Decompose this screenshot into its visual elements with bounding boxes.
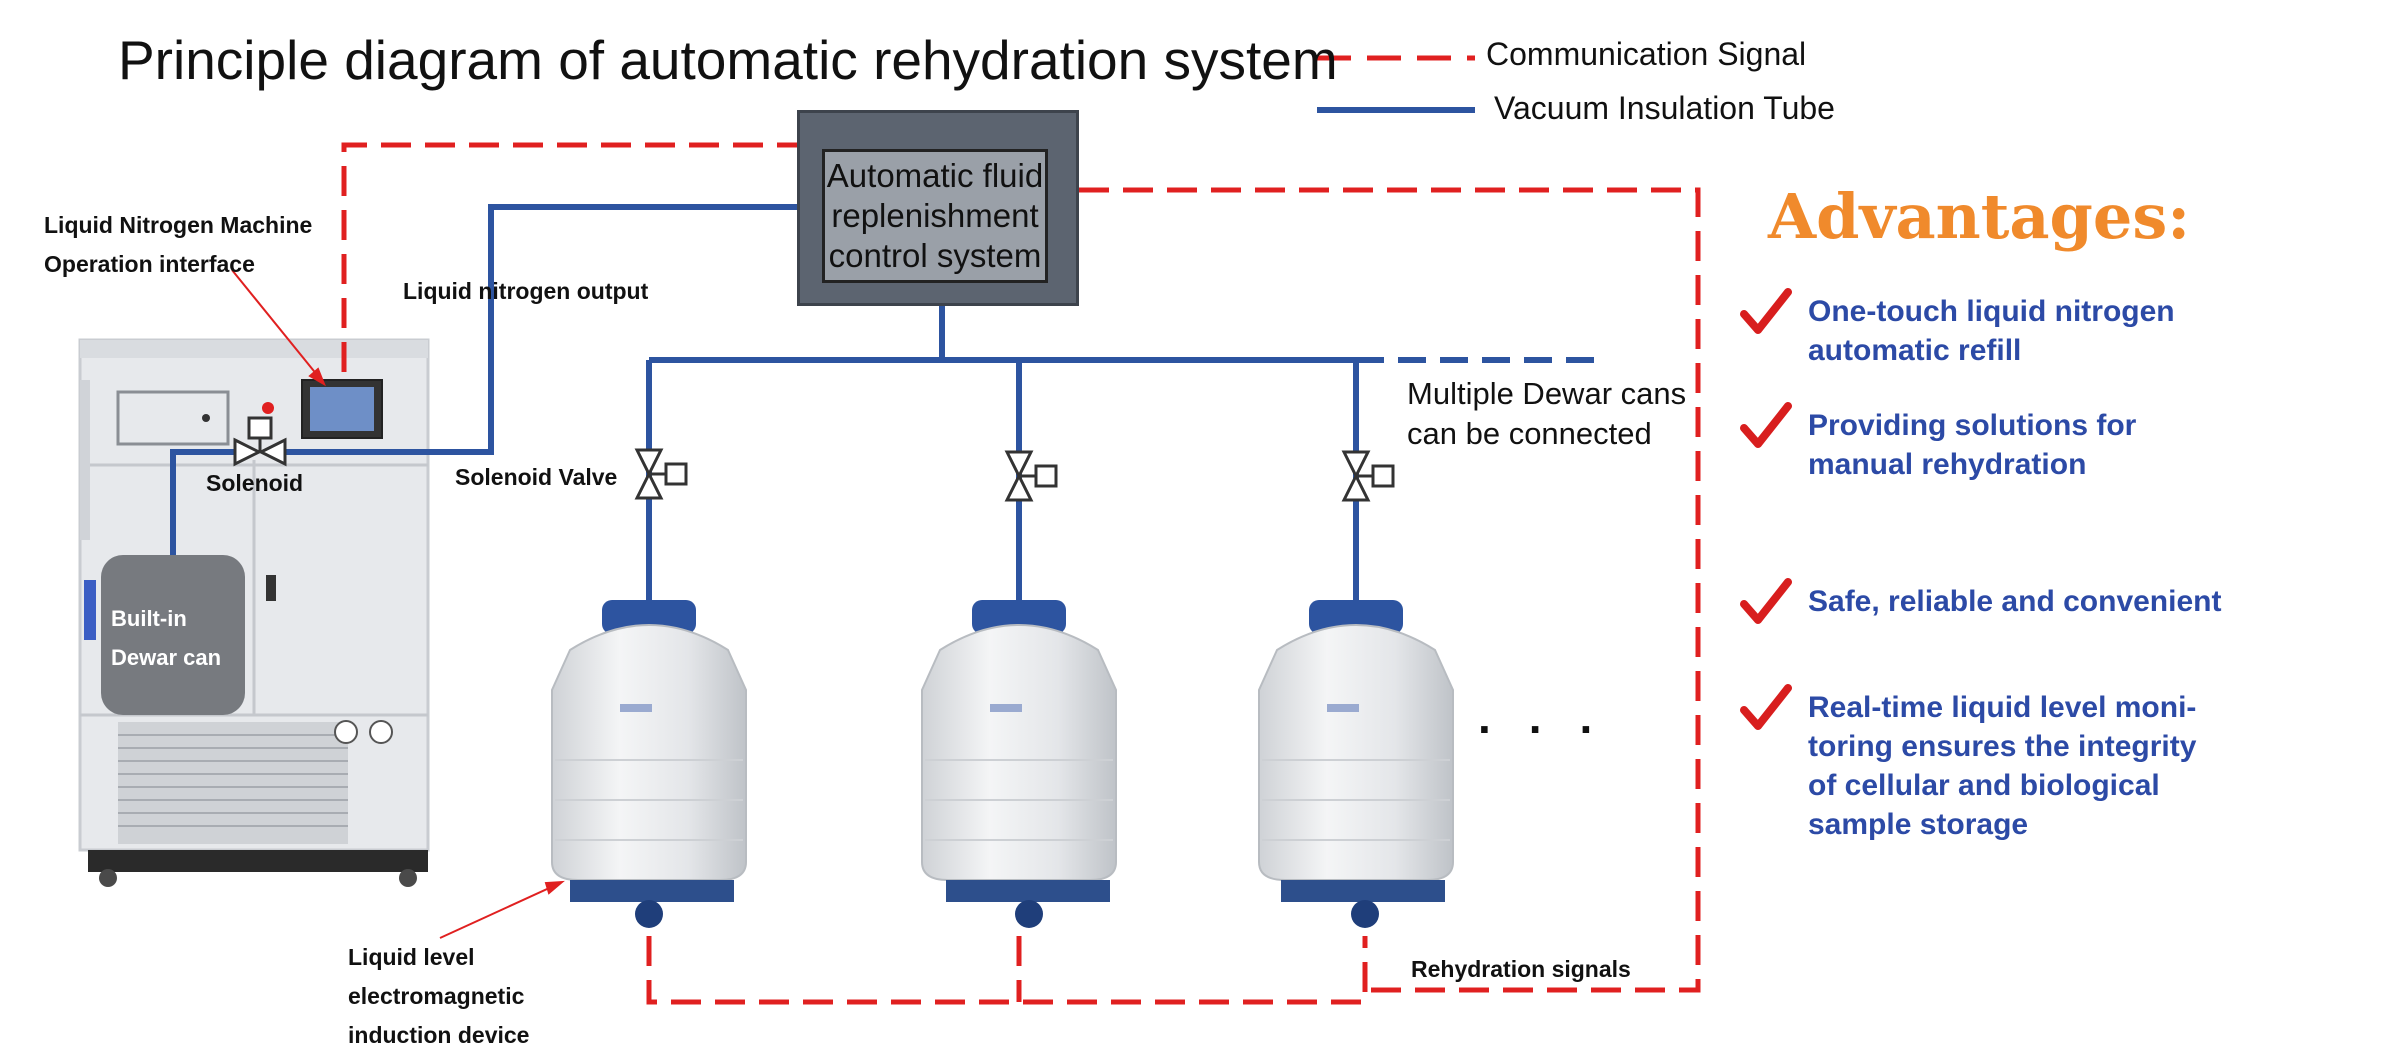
vacuum-tubes (170, 204, 1359, 612)
checkmark-icon (1740, 288, 1792, 334)
legend-vacuum-insulation-tube: Vacuum Insulation Tube (1494, 90, 1835, 126)
advantage-item-2: Providing solutions for manual rehydrati… (1740, 402, 2137, 484)
checkmark-icon (1740, 402, 1792, 448)
control-system-panel: Automatic fluid replenishment control sy… (797, 110, 1079, 306)
control-system-screen: Automatic fluid replenishment control sy… (822, 149, 1048, 283)
advantage-text-3: Safe, reliable and convenient (1808, 585, 2222, 618)
communication-signals (341, 142, 1701, 1005)
control-system-label: Automatic fluid replenishment control sy… (826, 157, 1044, 274)
advantage-text-1: One-touch liquid nitrogen automatic refi… (1808, 295, 2175, 367)
dewar-can-2 (921, 600, 1117, 928)
liquid-nitrogen-output-label: Liquid nitrogen output (403, 278, 649, 304)
builtin-dewar-label: Built-in Dewar can (111, 606, 222, 670)
level-induction-device-label: Liquid level electromagnetic induction d… (348, 944, 530, 1048)
legend-communication-signal: Communication Signal (1486, 36, 1807, 72)
page-title: Principle diagram of automatic rehydrati… (118, 29, 1338, 91)
checkmark-icon (1740, 578, 1792, 624)
checkmark-icon (1740, 684, 1792, 730)
operation-interface-label: Liquid Nitrogen Machine Operation interf… (44, 212, 313, 277)
builtin-dewar-can: Built-in Dewar can (101, 555, 245, 715)
solenoid-valve-icon-3 (1341, 450, 1395, 502)
rehydration-signals-label: Rehydration signals (1411, 956, 1631, 982)
machine-solenoid-icon (233, 416, 287, 467)
advantages-title: Advantages: (1768, 180, 2191, 253)
more-dewars-ellipsis: ... (1478, 691, 1631, 743)
advantage-item-3: Safe, reliable and convenient (1740, 578, 2222, 628)
multiple-dewars-label: Multiple Dewar cans can be connected (1407, 376, 1687, 451)
solenoid-label: Solenoid (206, 470, 304, 496)
advantage-item-1: One-touch liquid nitrogen automatic refi… (1740, 288, 2175, 370)
advantage-text-4: Real-time liquid level moni- toring ensu… (1808, 691, 2197, 841)
dewar-can-3 (1258, 600, 1454, 928)
annotation-arrows (231, 269, 565, 939)
solenoid-valve-label: Solenoid Valve (455, 464, 618, 490)
advantage-item-4: Real-time liquid level moni- toring ensu… (1740, 684, 2197, 844)
solenoid-valve-icon-1 (634, 448, 688, 500)
solenoid-valve-icon-2 (1004, 450, 1058, 502)
dewar-can-1 (551, 600, 747, 928)
advantage-text-2: Providing solutions for manual rehydrati… (1808, 409, 2137, 481)
